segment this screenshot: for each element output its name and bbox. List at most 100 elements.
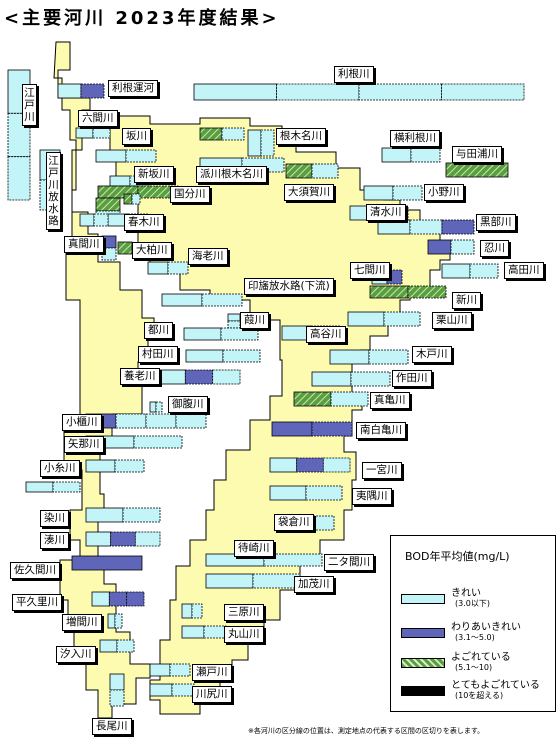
river-segment	[322, 457, 351, 473]
river-segment	[201, 293, 243, 307]
river-segment	[157, 369, 186, 385]
legend-swatch-clean	[401, 594, 445, 604]
river-segment	[171, 683, 195, 697]
river-label: 大須賀川	[284, 184, 334, 201]
legend-range: (10を超える)	[455, 691, 504, 700]
river-label: 高田川	[504, 262, 544, 279]
river-segment	[167, 261, 189, 275]
river-segment	[175, 413, 207, 429]
river-segment	[205, 573, 254, 589]
river-segment	[147, 261, 169, 275]
river-segment	[441, 83, 525, 101]
river-segment	[169, 663, 191, 677]
river-segment	[311, 163, 339, 179]
legend-swatch-fairly-clean	[401, 628, 445, 638]
river-segment	[114, 459, 145, 473]
river-label: 平久里川	[12, 594, 62, 611]
river-segment	[109, 689, 125, 707]
river-segment	[92, 127, 111, 139]
legend-swatch-dirty	[401, 658, 445, 668]
river-segments	[7, 69, 525, 707]
river-label: 新坂川	[134, 166, 174, 183]
river-segment	[368, 349, 409, 365]
river-label: 江戸川	[22, 84, 37, 126]
river-segment	[252, 573, 301, 589]
river-label: 真間川	[64, 236, 104, 253]
river-segment	[85, 507, 124, 523]
river-segment	[285, 163, 313, 179]
river-label: 加茂川	[294, 576, 334, 593]
river-label: 佐久間川	[10, 562, 60, 579]
river-segment	[305, 485, 343, 501]
river-segment	[311, 371, 352, 387]
river-segment	[441, 263, 471, 279]
river-label: 海老川	[188, 248, 228, 265]
river-label: 利根運河	[108, 80, 158, 97]
legend-title: BOD年平均値(mg/L)	[405, 550, 510, 563]
river-segment	[381, 147, 412, 163]
river-label: 小櫃川	[62, 414, 102, 431]
river-label: 春木川	[124, 214, 164, 231]
river-label: 二タ間川	[324, 554, 374, 571]
legend-range: (3.0以下)	[455, 599, 490, 608]
river-label: 木戸川	[412, 346, 452, 363]
river-segment	[79, 213, 95, 227]
river-segment	[350, 371, 391, 387]
river-label: 利根川	[334, 66, 374, 83]
river-label: 都川	[144, 322, 173, 339]
river-segment	[123, 193, 133, 205]
legend-name: とてもよごれている	[451, 680, 540, 691]
river-segment	[383, 311, 421, 327]
river-label: 大柏川	[132, 242, 172, 259]
river-segment	[75, 127, 94, 139]
river-label: 湊川	[40, 532, 69, 549]
river-segment	[247, 129, 262, 157]
river-segment	[260, 129, 275, 157]
river-segment	[107, 613, 116, 629]
legend-item-dirty: よごれている (5.1～10)	[401, 648, 551, 682]
river-segment	[193, 83, 277, 101]
river-segment	[126, 591, 145, 607]
river-segment	[149, 401, 157, 413]
legend-item-fairly-clean: わりあいきれい (3.1～5.0)	[401, 618, 551, 652]
river-segment	[101, 247, 117, 261]
page-title: <主要河川 2023年度結果>	[4, 8, 280, 29]
river-segment	[133, 435, 183, 449]
river-segment	[122, 507, 161, 523]
river-segment	[330, 391, 369, 407]
river-segment	[57, 83, 82, 99]
river-segment	[296, 457, 324, 473]
river-segment	[115, 413, 147, 429]
river-segment	[95, 149, 127, 163]
river-segment	[149, 683, 173, 697]
river-segment	[25, 481, 54, 493]
river-label: 派川根木名川	[196, 166, 267, 183]
river-label: 小野川	[424, 184, 464, 201]
river-label: 七間川	[350, 262, 390, 279]
river-segment	[363, 185, 394, 201]
river-segment	[263, 553, 323, 567]
river-segment	[99, 639, 118, 653]
river-label: 養老川	[120, 368, 160, 385]
legend-item-clean: きれい (3.0以下)	[401, 584, 551, 618]
river-segment	[199, 127, 223, 141]
river-segment	[191, 603, 203, 619]
river-segment	[114, 613, 123, 629]
legend-name: きれい	[451, 588, 481, 599]
river-label: 横利根川	[390, 130, 440, 147]
river-label: 南白亀川	[356, 422, 406, 439]
river-label: 袋倉川	[274, 514, 314, 531]
river-segment	[271, 421, 313, 437]
legend-swatch-very-dirty	[401, 686, 445, 696]
river-label: 高谷川	[306, 326, 346, 343]
river-label: 作田川	[392, 370, 432, 387]
river-segment	[185, 349, 224, 363]
river-segment	[131, 193, 141, 205]
river-label: 三原川	[224, 604, 264, 621]
river-label: 丸山川	[224, 626, 264, 643]
river-label: 新川	[452, 292, 481, 309]
river-segment	[293, 391, 332, 407]
legend-name: よごれている	[451, 652, 511, 663]
river-label: 小糸川	[40, 460, 80, 477]
river-label: 待崎川	[234, 540, 274, 557]
